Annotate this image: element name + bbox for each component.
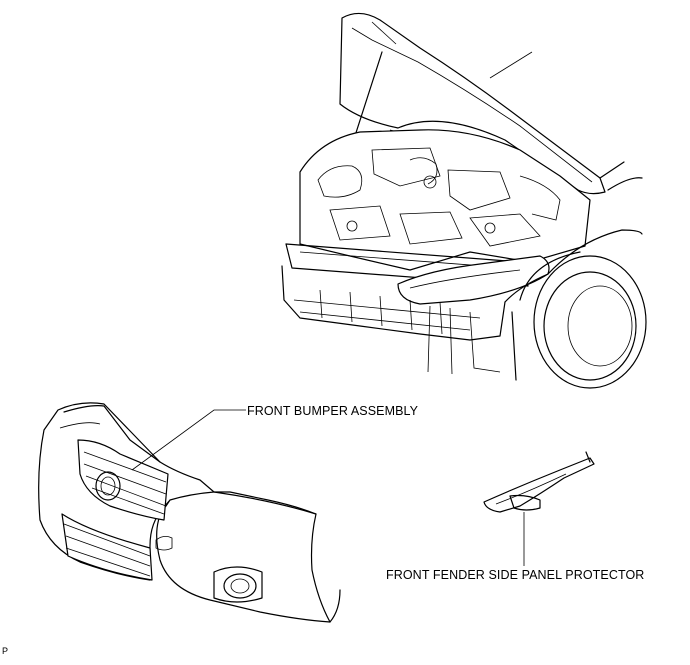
fender-side-panel-protector — [483, 451, 595, 513]
engine-bay — [299, 129, 591, 271]
front-wheel — [511, 251, 647, 389]
emblem — [95, 471, 121, 501]
leader-line-bumper — [131, 409, 246, 471]
front-bumper-assembly — [38, 402, 341, 623]
label-front-bumper-assembly: FRONT BUMPER ASSEMBLY — [247, 404, 419, 418]
corner-mark: P — [2, 646, 9, 656]
grille — [77, 439, 169, 521]
fog-lamp — [223, 573, 257, 599]
bumper-outline — [38, 402, 331, 623]
label-front-fender-side-panel-protector: FRONT FENDER SIDE PANEL PROTECTOR — [386, 568, 645, 582]
hood-panel — [339, 12, 606, 195]
vehicle-illustration — [281, 12, 647, 389]
